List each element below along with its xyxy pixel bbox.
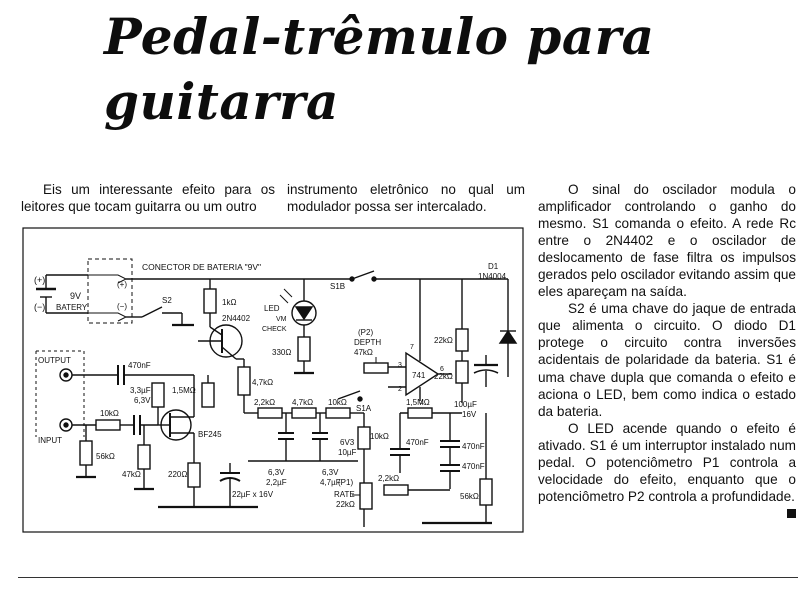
c-2u2-label: 2,2µF: [266, 478, 287, 487]
c-6v3-b-label: 6,3V: [268, 468, 285, 477]
c-6v3-label: 6V3: [340, 438, 355, 447]
d1-part-label: 1N4004: [478, 272, 507, 281]
s2-label: S2: [162, 296, 172, 305]
bottom-rule: [18, 577, 798, 578]
output-label: OUTPUT: [38, 356, 71, 365]
connector-plus-label: (+): [117, 280, 127, 289]
c-6v3-c-label: 6,3V: [322, 468, 339, 477]
c-4u7-label: 4,7µF: [320, 478, 341, 487]
p2-label: (P2): [358, 328, 373, 337]
rate-label: RATE: [334, 490, 355, 499]
r-1m5-label: 1,5MΩ: [406, 398, 430, 407]
paragraph-text: O LED acende quando o efeito é ativado. …: [538, 420, 796, 504]
p2-value-label: 47kΩ: [354, 348, 373, 357]
r-10k-side-label: 10kΩ: [370, 432, 389, 441]
depth-label: DEPTH: [354, 338, 381, 347]
paragraph: S2 é uma chave do jaque de entrada que a…: [538, 301, 796, 419]
c-470n-a-label: 470nF: [406, 438, 429, 447]
r-22k-b-label: 22kΩ: [434, 372, 453, 381]
battery-plus-label: (+): [34, 275, 45, 285]
check-label: CHECK: [262, 326, 287, 333]
article-body-right: O sinal do oscilador modula o amplificad…: [538, 181, 796, 518]
c-100u-v-label: 16V: [462, 410, 477, 419]
ic-pin7-label: 7: [410, 344, 414, 351]
r-1k-label: 1kΩ: [222, 298, 236, 307]
r-56k-out-label: 56kΩ: [460, 492, 479, 501]
s1b-label: S1B: [330, 282, 345, 291]
c-470n-c-label: 470nF: [462, 462, 485, 471]
intro-right: instrumento eletrônico no qual um modula…: [287, 182, 525, 214]
intro-left: Eis um interessante efeito para os leito…: [21, 182, 275, 214]
vm-label: VM: [276, 316, 287, 323]
r-4k7-q-label: 4,7kΩ: [252, 378, 273, 387]
q-bf245-label: BF245: [198, 430, 222, 439]
r-2k2-chain-label: 2,2kΩ: [254, 398, 275, 407]
r-330-label: 330Ω: [272, 348, 291, 357]
c-22u-label: 22µF x 16V: [232, 490, 274, 499]
c-10u-label: 10µF: [338, 448, 357, 457]
ic-name-label: 741: [412, 371, 426, 380]
connector-label: CONECTOR DE BATERIA "9V": [142, 262, 261, 272]
battery-word-label: BATERY: [56, 303, 88, 312]
ic-pin3-label: 3: [398, 362, 402, 369]
paragraph: O LED acende quando o efeito é ativado. …: [538, 420, 796, 518]
led-label: LED: [264, 304, 280, 313]
connector-minus-label: (−): [117, 302, 127, 311]
s1a-label: S1A: [356, 404, 372, 413]
r-2k2-rate-label: 2,2kΩ: [378, 474, 399, 483]
end-mark: [787, 508, 796, 518]
battery-symbol: [36, 274, 88, 314]
r-47k-in-label: 47kΩ: [122, 470, 141, 479]
input-label: INPUT: [38, 436, 62, 445]
r-56k-in-label: 56kΩ: [96, 452, 115, 461]
ic-pin2-label: 2: [398, 386, 402, 393]
c-470n-b-label: 470nF: [462, 442, 485, 451]
c-470n-out-label: 470nF: [128, 361, 151, 370]
r-4k7-chain-label: 4,7kΩ: [292, 398, 313, 407]
paragraph: O sinal do oscilador modula o amplificad…: [538, 182, 796, 300]
r-220-label: 220Ω: [168, 470, 187, 479]
c-3u3-v-label: 6,3V: [134, 396, 151, 405]
q-2n4402-label: 2N4402: [222, 314, 251, 323]
battery-minus-label: (−): [34, 302, 45, 312]
d1-label: D1: [488, 262, 499, 271]
r-10k-chain-label: 10kΩ: [328, 398, 347, 407]
r-22k-a-label: 22kΩ: [434, 336, 453, 345]
r-10k-in-label: 10kΩ: [100, 409, 119, 418]
c-100u-label: 100µF: [454, 400, 477, 409]
circuit-schematic: (+) 9V (−) BATERY CONECTOR DE BATERIA "9…: [22, 227, 524, 533]
ic-pin6-label: 6: [440, 366, 444, 373]
ic-pin4-label: 4: [420, 400, 424, 407]
article-title: Pedal-trêmulo para guitarra: [104, 7, 655, 131]
p1-label: (P1): [338, 478, 353, 487]
p1-value-label: 22kΩ: [336, 500, 355, 509]
battery-voltage-label: 9V: [70, 291, 81, 301]
c-3u3-label: 3,3µF: [130, 386, 151, 395]
r-1m5-bias-label: 1,5MΩ: [172, 386, 196, 395]
